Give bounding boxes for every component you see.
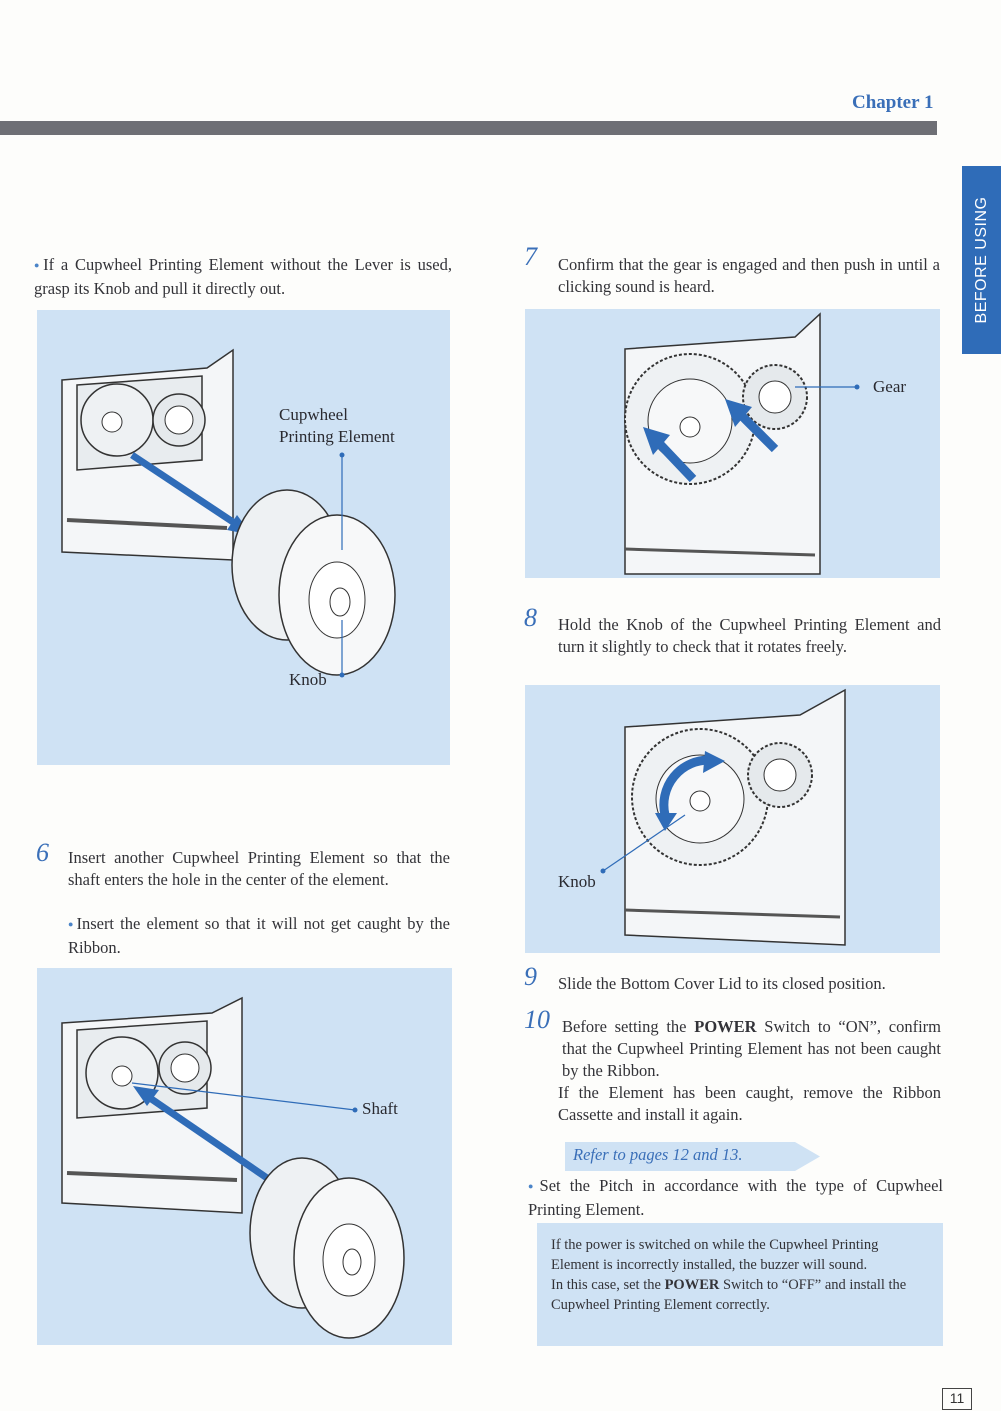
- step-8-number: 8: [524, 603, 537, 632]
- label-knob-2: Knob: [558, 872, 596, 891]
- note-box: If the power is switched on while the Cu…: [537, 1223, 943, 1346]
- side-tab-label: BEFORE USING: [972, 196, 990, 324]
- side-tab: BEFORE USING: [962, 166, 1001, 354]
- step-10-number: 10: [524, 1005, 550, 1034]
- step-10-text: Before setting the POWER Switch to “ON”,…: [562, 1017, 941, 1080]
- step-8-text: Hold the Knob of the Cupwheel Printing E…: [558, 615, 941, 656]
- note-p2: In this case, set the POWER Switch to “O…: [551, 1277, 907, 1313]
- chapter-label: Chapter 1: [852, 92, 934, 113]
- page-number: 11: [942, 1388, 972, 1410]
- figure-turn-knob: Knob: [525, 685, 940, 953]
- step-6-bullet: Insert the element so that it will not g…: [68, 913, 450, 959]
- step-6-number: 6: [36, 838, 49, 867]
- step-6-text: Insert another Cupwheel Printing Element…: [68, 848, 450, 889]
- step-10-text2: If the Element has been caught, remove t…: [558, 1083, 941, 1124]
- label-knob: Knob: [289, 670, 327, 689]
- figure-gear-engaged: Gear: [525, 309, 940, 578]
- step-9-number: 9: [524, 962, 537, 991]
- intro-text: If a Cupwheel Printing Element without t…: [34, 254, 452, 300]
- set-pitch-text: Set the Pitch in accordance with the typ…: [528, 1175, 943, 1221]
- step-7-number: 7: [524, 242, 537, 271]
- label-gear: Gear: [873, 377, 907, 396]
- header-rule: [0, 121, 937, 135]
- label-shaft: Shaft: [362, 1099, 398, 1118]
- step-7-text: Confirm that the gear is engaged and the…: [558, 255, 940, 296]
- figure-insert-element: Shaft: [37, 968, 452, 1345]
- step-9-text: Slide the Bottom Cover Lid to its closed…: [558, 974, 886, 993]
- note-p1: If the power is switched on while the Cu…: [551, 1237, 879, 1273]
- refer-bar: Refer to pages 12 and 13.: [565, 1142, 820, 1171]
- refer-text: Refer to pages 12 and 13.: [573, 1145, 743, 1164]
